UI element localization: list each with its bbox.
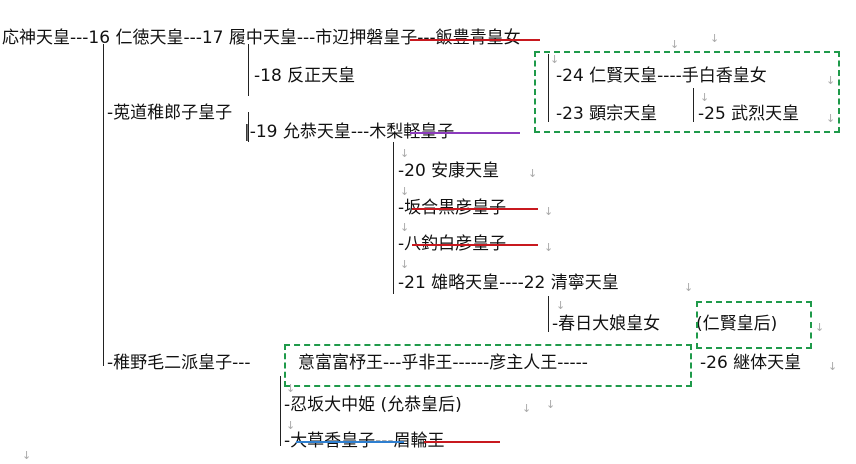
- row-wakanuke-futamata: -稚野毛二派皇子---: [107, 353, 251, 373]
- return-arrow-icon: ↓: [815, 321, 825, 334]
- return-arrow-icon: ↓: [286, 382, 296, 395]
- return-arrow-icon: ↓: [684, 281, 694, 294]
- connector-line: [548, 296, 549, 332]
- highlight-box-ninken-kogo: [696, 301, 812, 349]
- return-arrow-icon: ↓: [400, 147, 410, 160]
- return-arrow-icon: ↓: [556, 299, 566, 312]
- strike-red: [424, 441, 500, 443]
- return-arrow-icon: ↓: [544, 241, 554, 254]
- row-kasuga-no-oiratsume: -春日大娘皇女: [552, 314, 661, 334]
- return-arrow-icon: ↓: [670, 38, 680, 51]
- row-ninken: -24 仁賢天皇----手白香皇女: [556, 66, 767, 86]
- strike-red: [412, 244, 538, 246]
- return-arrow-icon: ↓: [828, 360, 838, 373]
- strike-red: [410, 39, 540, 41]
- row-buretsu: -25 武烈天皇: [698, 104, 800, 124]
- row-kenzo: -23 顕宗天皇: [556, 104, 658, 124]
- strike-purple: [410, 132, 520, 134]
- return-arrow-icon: ↓: [528, 167, 538, 180]
- highlight-box-ninken-kenzo: [534, 51, 840, 133]
- connector-line: [393, 142, 394, 294]
- row-hanzei: -18 反正天皇: [254, 66, 356, 86]
- connector-line: [248, 44, 249, 96]
- strike-red: [412, 208, 538, 210]
- return-arrow-icon: ↓: [400, 221, 410, 234]
- row-uji-no-wakiiratsuko: -莵道稚郎子皇子: [107, 103, 233, 123]
- return-arrow-icon: ↓: [546, 398, 556, 411]
- highlight-box-ohohodo-line: [284, 344, 692, 387]
- return-arrow-icon: ↓: [400, 258, 410, 271]
- row-ojin: 応神天皇---16 仁徳天皇---17 履中天皇---市辺押磐皇子---飯豊青皇…: [2, 28, 521, 48]
- return-arrow-icon: ↓: [286, 419, 296, 432]
- return-arrow-icon: ↓: [826, 74, 836, 87]
- return-arrow-icon: ↓: [710, 32, 720, 45]
- row-osaka-no-onakatsuhime: -忍坂大中姫 (允恭皇后): [284, 395, 462, 415]
- return-arrow-icon: ↓: [522, 402, 532, 415]
- row-ingyo: |-19 允恭天皇---木梨軽皇子: [244, 122, 455, 142]
- return-arrow-icon: ↓: [544, 205, 554, 218]
- connector-line: [280, 376, 281, 446]
- connector-line: [693, 88, 694, 122]
- row-ohohodo-line: 意富富杼王---乎非王------彦主人王-----: [298, 353, 588, 373]
- return-arrow-icon: ↓: [700, 91, 710, 104]
- return-arrow-icon: ↓: [22, 449, 32, 462]
- row-yuryaku: -21 雄略天皇----22 清寧天皇: [398, 273, 619, 293]
- row-ninken-kogo: (仁賢皇后): [696, 314, 778, 334]
- row-anko: -20 安康天皇: [398, 161, 500, 181]
- strike-blue: [296, 441, 404, 443]
- row-keitai: -26 継体天皇: [700, 353, 802, 373]
- return-arrow-icon: ↓: [826, 112, 836, 125]
- return-arrow-icon: ↓: [550, 53, 560, 66]
- connector-line: [248, 112, 249, 142]
- connector-line: [103, 44, 104, 366]
- connector-line: [548, 54, 549, 122]
- return-arrow-icon: ↓: [400, 185, 410, 198]
